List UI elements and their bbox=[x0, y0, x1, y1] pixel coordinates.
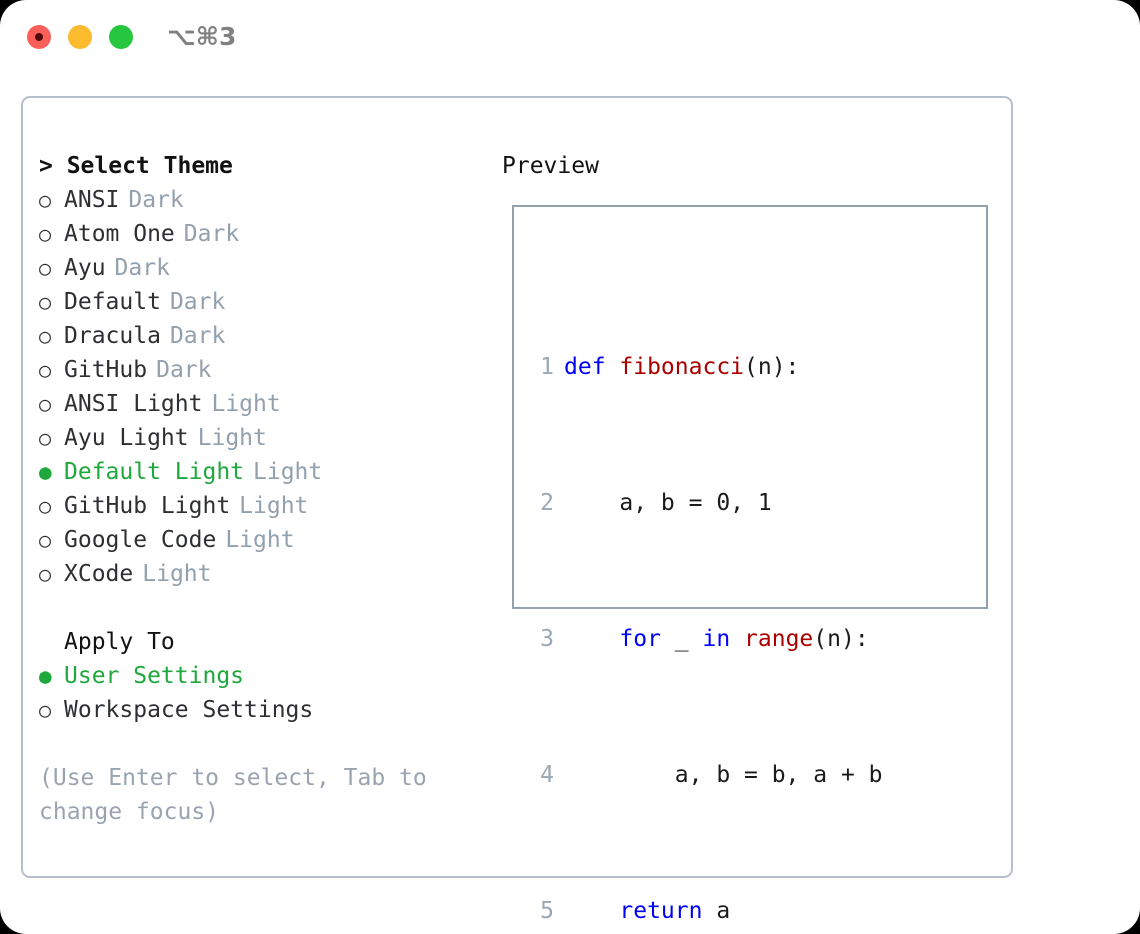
zoom-button[interactable] bbox=[109, 25, 133, 49]
code-line: 4 a, b = b, a + b bbox=[528, 758, 910, 792]
theme-option-tag: Light bbox=[253, 459, 323, 485]
radio-icon-selected: ● bbox=[39, 664, 52, 688]
radio-icon: ○ bbox=[39, 494, 52, 518]
keyboard-shortcut-label: ⌥⌘3 bbox=[167, 22, 237, 51]
preview-heading: Preview bbox=[502, 153, 599, 179]
theme-option-atom-one-dark[interactable]: ○ Atom One Dark bbox=[39, 217, 479, 251]
theme-option-ayu-light[interactable]: ○ Ayu Light Light bbox=[39, 421, 479, 455]
theme-list-column: > Select Theme ○ ANSI Dark ○ Atom One Da… bbox=[39, 149, 479, 829]
theme-option-tag: Dark bbox=[183, 221, 240, 247]
theme-option-ayu-dark[interactable]: ○ Ayu Dark bbox=[39, 251, 479, 285]
code-line: 1 def fibonacci(n): bbox=[528, 350, 910, 384]
theme-option-dracula-dark[interactable]: ○ Dracula Dark bbox=[39, 319, 479, 353]
theme-option-github-dark[interactable]: ○ GitHub Dark bbox=[39, 353, 479, 387]
code-token: in bbox=[702, 626, 745, 652]
line-number: 3 bbox=[540, 626, 554, 652]
code-token: a bbox=[702, 898, 731, 924]
radio-icon: ○ bbox=[39, 324, 52, 348]
code-token: (n): bbox=[744, 354, 800, 380]
theme-option-tag: Light bbox=[142, 561, 212, 587]
theme-option-label: GitHub Light bbox=[64, 493, 231, 519]
code-token bbox=[564, 894, 619, 928]
theme-option-label: ANSI bbox=[64, 187, 120, 213]
list-spacer bbox=[39, 591, 479, 625]
radio-icon: ○ bbox=[39, 392, 52, 416]
code-token: def bbox=[564, 354, 620, 380]
theme-option-tag: Light bbox=[197, 425, 267, 451]
theme-option-tag: Light bbox=[239, 493, 309, 519]
theme-option-label: Google Code bbox=[64, 527, 217, 553]
close-button[interactable] bbox=[27, 25, 51, 49]
theme-option-label: XCode bbox=[64, 561, 134, 587]
code-line: 3 for _ in range(n): bbox=[528, 622, 910, 656]
radio-icon-selected: ● bbox=[39, 460, 52, 484]
code-token bbox=[564, 622, 619, 656]
code-line: 5 return a bbox=[528, 894, 910, 928]
theme-option-label: Ayu bbox=[64, 255, 106, 281]
theme-option-label: Ayu Light bbox=[64, 425, 189, 451]
code-token: fibonacci bbox=[619, 354, 745, 380]
theme-option-default-light[interactable]: ● Default Light Light bbox=[39, 455, 479, 489]
apply-to-indent: ○ bbox=[39, 625, 64, 659]
radio-icon: ○ bbox=[39, 562, 52, 586]
code-token: return bbox=[619, 898, 703, 924]
radio-icon: ○ bbox=[39, 222, 52, 246]
theme-option-label: Default Light bbox=[64, 459, 245, 485]
radio-icon: ○ bbox=[39, 698, 52, 722]
minimize-button[interactable] bbox=[68, 25, 92, 49]
apply-to-option-label: Workspace Settings bbox=[64, 697, 314, 723]
theme-option-tag: Light bbox=[225, 527, 295, 553]
keyboard-hint-text: (Use Enter to select, Tab to change focu… bbox=[39, 765, 427, 825]
radio-icon: ○ bbox=[39, 188, 52, 212]
apply-to-option-workspace-settings[interactable]: ○ Workspace Settings bbox=[39, 693, 479, 727]
apply-to-option-label: User Settings bbox=[64, 663, 245, 689]
theme-option-tag: Dark bbox=[169, 289, 226, 315]
line-number: 2 bbox=[540, 490, 554, 516]
code-token: a, b = 0, 1 bbox=[564, 490, 772, 516]
theme-option-label: Dracula bbox=[64, 323, 161, 349]
theme-option-tag: Dark bbox=[169, 323, 226, 349]
line-number: 4 bbox=[540, 762, 554, 788]
theme-option-tag: Light bbox=[211, 391, 281, 417]
code-token: a, b = b, a + b bbox=[564, 762, 883, 788]
title-bar: ⌥⌘3 bbox=[0, 0, 1140, 78]
code-token: for bbox=[619, 626, 661, 652]
code-token: _ bbox=[660, 626, 703, 652]
select-theme-heading: > Select Theme bbox=[39, 153, 233, 179]
code-token: (n): bbox=[813, 626, 869, 652]
radio-icon: ○ bbox=[39, 358, 52, 382]
apply-to-heading: ○ Apply To bbox=[39, 625, 479, 659]
line-number: 1 bbox=[540, 354, 554, 380]
code-token: range bbox=[744, 626, 814, 652]
theme-option-github-light[interactable]: ○ GitHub Light Light bbox=[39, 489, 479, 523]
theme-option-ansi-light[interactable]: ○ ANSI Light Light bbox=[39, 387, 479, 421]
radio-icon: ○ bbox=[39, 256, 52, 280]
theme-option-xcode[interactable]: ○ XCode Light bbox=[39, 557, 479, 591]
theme-option-ansi-dark[interactable]: ○ ANSI Dark bbox=[39, 183, 479, 217]
apply-to-label: Apply To bbox=[64, 629, 175, 655]
theme-option-default-dark[interactable]: ○ Default Dark bbox=[39, 285, 479, 319]
theme-picker-panel: > Select Theme ○ ANSI Dark ○ Atom One Da… bbox=[21, 96, 1013, 924]
apply-to-option-user-settings[interactable]: ● User Settings bbox=[39, 659, 479, 693]
radio-icon: ○ bbox=[39, 426, 52, 450]
theme-option-label: ANSI Light bbox=[64, 391, 203, 417]
theme-option-tag: Dark bbox=[128, 187, 184, 213]
theme-option-label: Default bbox=[64, 289, 161, 315]
theme-option-google-code[interactable]: ○ Google Code Light bbox=[39, 523, 479, 557]
theme-option-label: GitHub bbox=[64, 357, 148, 383]
line-number: 5 bbox=[540, 898, 554, 924]
theme-option-label: Atom One bbox=[64, 221, 175, 247]
theme-option-tag: Dark bbox=[156, 357, 212, 383]
theme-option-tag: Dark bbox=[114, 255, 170, 281]
radio-icon: ○ bbox=[39, 528, 52, 552]
code-line: 2 a, b = 0, 1 bbox=[528, 486, 910, 520]
radio-icon: ○ bbox=[39, 290, 52, 314]
traffic-light-group bbox=[27, 25, 133, 49]
